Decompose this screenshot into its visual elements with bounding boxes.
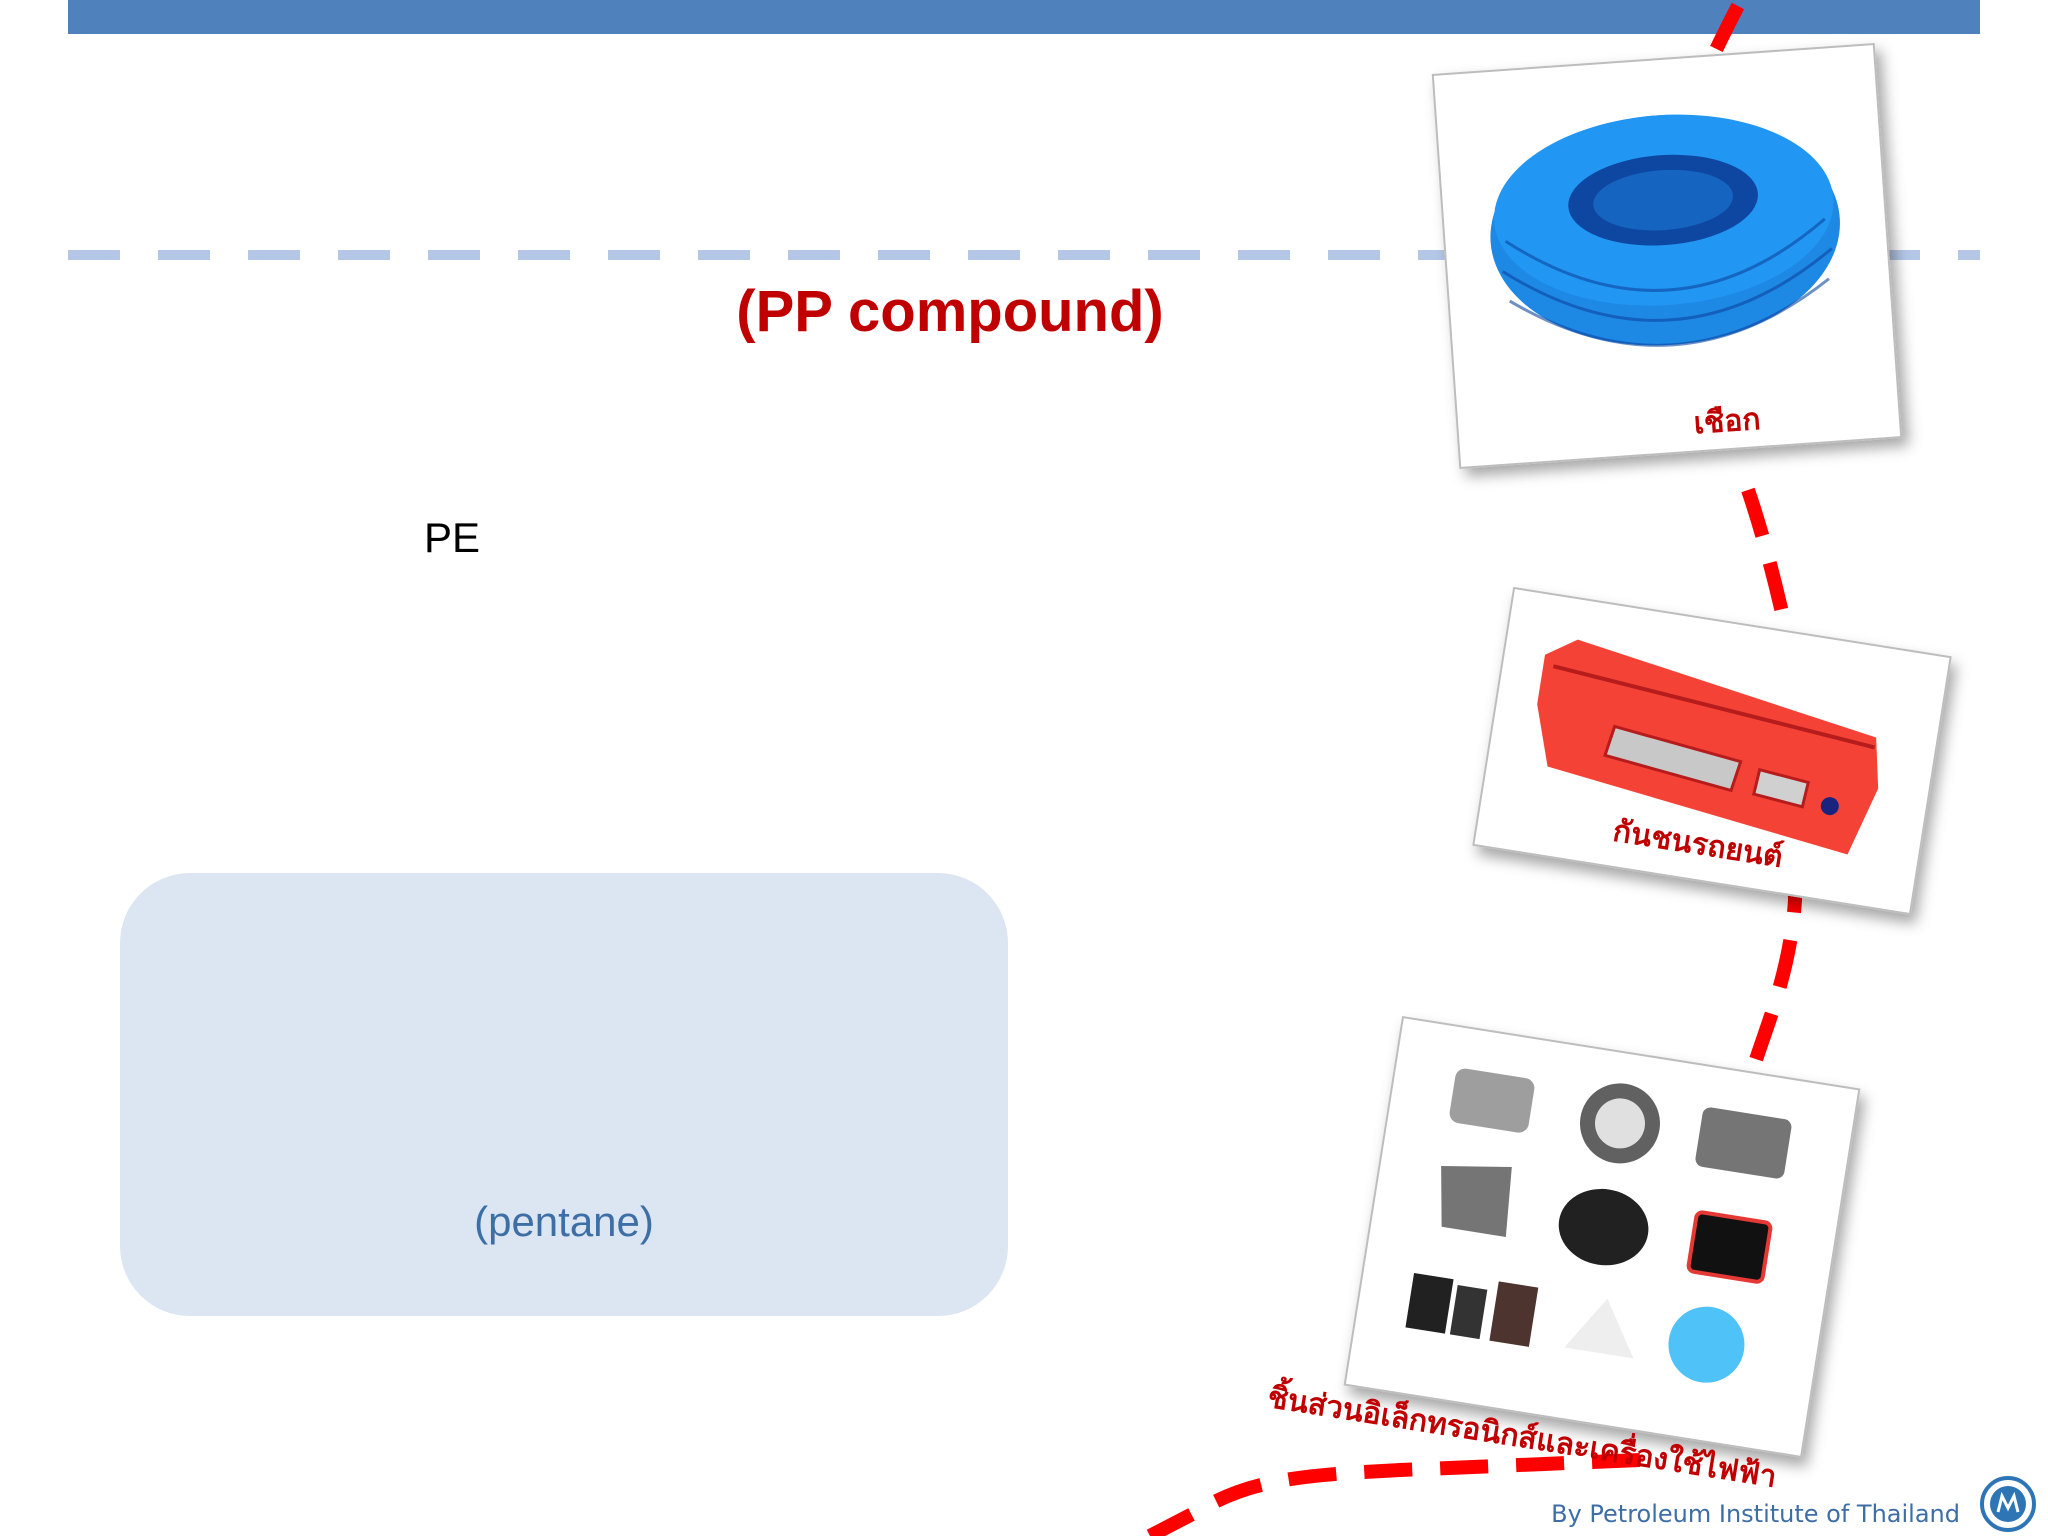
top-header-bar — [68, 0, 1980, 34]
info-box-text: (pentane) — [474, 1198, 654, 1245]
bumper-photo: กันชนรถยนต์ — [1472, 586, 1952, 916]
footer-credit: By Petroleum Institute of Thailand — [1551, 1500, 1960, 1528]
rope-caption: เชือก — [1692, 401, 1762, 442]
info-box: (pentane) — [120, 873, 1008, 1316]
petroleum-institute-logo-icon — [1980, 1476, 2036, 1532]
pe-label: PE — [424, 514, 481, 561]
slide-title: (PP compound) — [736, 279, 1164, 344]
bumper-image — [1537, 639, 1879, 855]
dashed-divider — [68, 250, 1980, 260]
electronics-photo: ชิ้นส่วนอิเล็กทรอนิกส์และเครื่องใช้ไฟฟ้า — [1265, 1016, 1861, 1495]
electronics-image — [1405, 1068, 1792, 1383]
rope-photo: เชือก — [1431, 42, 1903, 470]
rope-image — [1490, 114, 1840, 347]
